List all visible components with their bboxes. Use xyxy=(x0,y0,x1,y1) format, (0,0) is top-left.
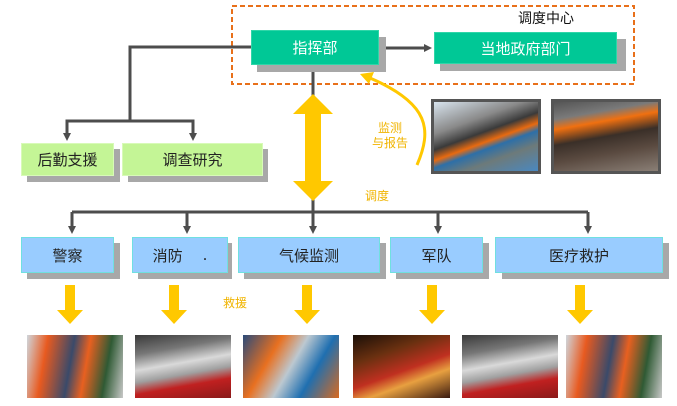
firefighting-box[interactable]: 消防 . xyxy=(132,237,228,273)
monitor-label-line1: 监测 xyxy=(377,121,402,135)
rescue-arrow-military xyxy=(419,285,445,324)
command-hq-box[interactable]: 指挥部 xyxy=(251,30,379,65)
fire-trucks-spraying-photo xyxy=(462,335,558,398)
police-label: 警察 xyxy=(52,246,83,265)
monitor-report-curve-arrow xyxy=(369,76,427,166)
rescue-arrow-police xyxy=(57,285,83,324)
command-to-support-connector xyxy=(128,45,251,121)
climate-monitoring-label: 气候监测 xyxy=(278,246,339,265)
firefighting-label: 消防 xyxy=(152,246,183,265)
dispatch-label: 调度 xyxy=(365,189,390,203)
dispatch-double-arrow xyxy=(293,94,333,201)
investigation-research-label: 调查研究 xyxy=(162,151,223,169)
riot-fire-photo xyxy=(551,99,661,174)
rescue-arrows xyxy=(57,285,593,324)
ladder-truck-night-photo xyxy=(353,335,450,398)
industrial-fire-photo xyxy=(431,99,541,174)
local-gov-label: 当地政府部门 xyxy=(480,39,571,58)
logistics-support-box[interactable]: 后勤支援 xyxy=(21,143,114,176)
medical-rescue-box[interactable]: 医疗救护 xyxy=(495,237,663,273)
rescue-workers-photo xyxy=(27,335,123,398)
command-hq-label: 指挥部 xyxy=(292,39,338,57)
monitor-report-label: 监测 与报告 xyxy=(365,121,415,151)
fire-trucks-spraying-photo xyxy=(135,335,231,398)
investigation-research-box[interactable]: 调查研究 xyxy=(122,143,263,176)
medical-rescue-label: 医疗救护 xyxy=(548,246,609,265)
firefighting-suffix: . xyxy=(202,246,208,264)
military-label: 军队 xyxy=(421,246,452,265)
police-box[interactable]: 警察 xyxy=(21,237,114,273)
responders-smoke-photo xyxy=(243,335,339,398)
support-branch xyxy=(65,119,195,129)
dispatch-center-boundary xyxy=(231,5,635,85)
climate-monitoring-box[interactable]: 气候监测 xyxy=(238,237,380,273)
rescue-arrow-fire xyxy=(161,285,187,324)
logistics-support-label: 后勤支援 xyxy=(37,151,98,169)
rescue-arrow-climate xyxy=(294,285,320,324)
rescue-workers-photo xyxy=(566,335,662,398)
monitor-label-line2: 与报告 xyxy=(371,136,408,150)
local-gov-box[interactable]: 当地政府部门 xyxy=(434,32,617,64)
dispatch-center-label: 调度中心 xyxy=(518,11,574,27)
rescue-arrow-medical xyxy=(567,285,593,324)
rescue-label: 救援 xyxy=(223,296,248,310)
monitor-report-arrowhead xyxy=(360,72,374,84)
military-box[interactable]: 军队 xyxy=(390,237,483,273)
